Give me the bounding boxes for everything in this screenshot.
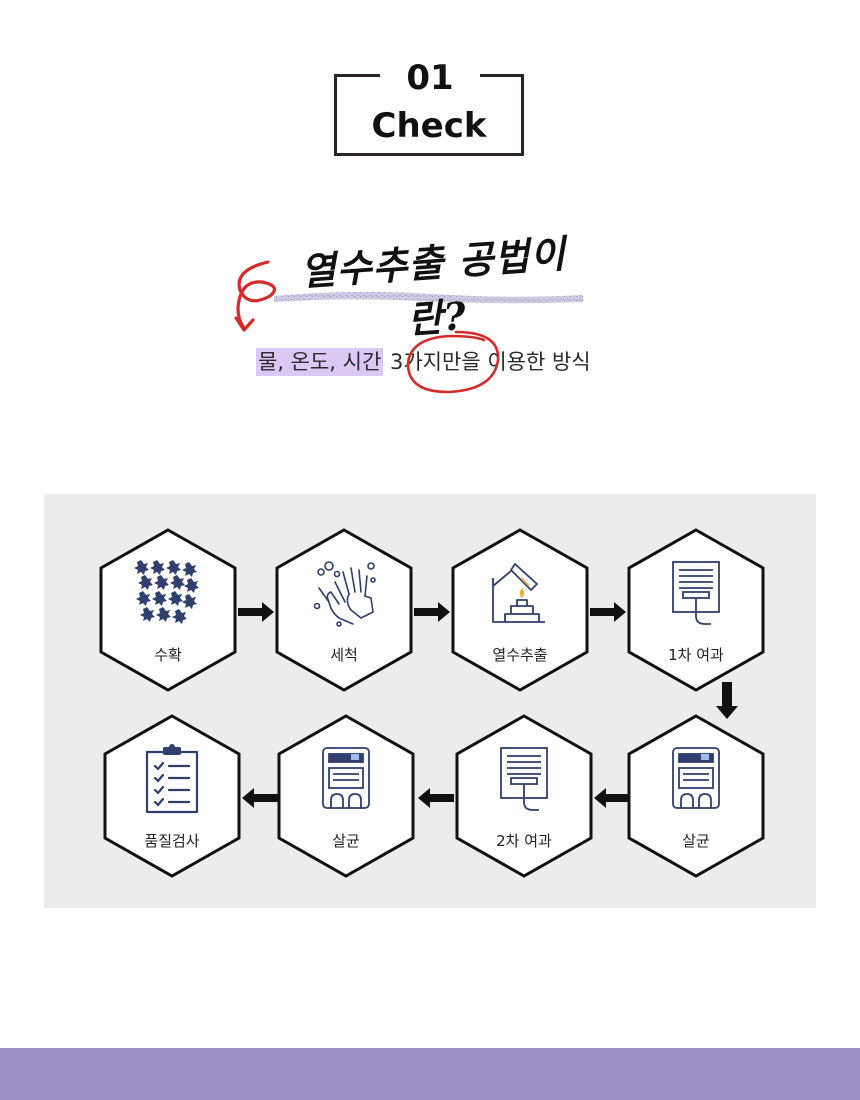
arrow-left-icon [594, 788, 630, 808]
subtitle-rest: 을 이용한 방식 [461, 350, 591, 374]
footer-accent-bar [0, 1048, 860, 1100]
sterilizer-icon [672, 747, 720, 809]
step-label: 2차 여과 [496, 832, 552, 850]
arrow-down-icon [716, 682, 738, 719]
subtitle-circled: 3가지만 [390, 350, 462, 374]
filter-icon [500, 747, 548, 811]
step-second-filtration: 2차 여과 [454, 714, 594, 878]
sterilizer-icon [322, 747, 370, 809]
section-label: Check [371, 106, 487, 146]
step-first-filtration: 1차 여과 [626, 528, 766, 692]
step-label: 세척 [330, 646, 358, 664]
clipboard-checklist-icon [145, 744, 199, 814]
step-hot-water-extraction: 열수추출 [450, 528, 590, 692]
arrow-left-icon [418, 788, 454, 808]
arrow-right-icon [414, 602, 450, 622]
red-circle-mark [406, 330, 500, 394]
arrow-left-icon [242, 788, 278, 808]
heat-extraction-icon [492, 563, 545, 623]
step-wash: 세척 [274, 528, 414, 692]
step-quality-check: 품질검사 [102, 714, 242, 878]
section-number: 01 [406, 58, 454, 98]
subtitle: 물, 온도, 시간 3가지만을 이용한 방식 [256, 344, 591, 380]
step-label: 살균 [682, 832, 710, 850]
arrow-right-icon [238, 602, 274, 622]
filter-icon [672, 561, 720, 625]
step-label: 열수추출 [492, 646, 548, 664]
arrow-right-icon [590, 602, 626, 622]
check-frame-gap [380, 68, 480, 82]
curved-arrow-icon [234, 260, 277, 332]
subtitle-highlight: 물, 온도, 시간 [256, 348, 384, 376]
step-label: 수확 [154, 646, 182, 664]
step-sterilize-2: 살균 [276, 714, 416, 878]
step-label: 살균 [332, 832, 360, 850]
step-label: 품질검사 [144, 832, 200, 850]
step-harvest: 수확 [98, 528, 238, 692]
harvest-icon [134, 560, 199, 624]
brush-underline [274, 291, 583, 304]
washing-hands-icon [313, 561, 376, 627]
step-sterilize-1: 살균 [626, 714, 766, 878]
step-label: 1차 여과 [668, 646, 724, 664]
